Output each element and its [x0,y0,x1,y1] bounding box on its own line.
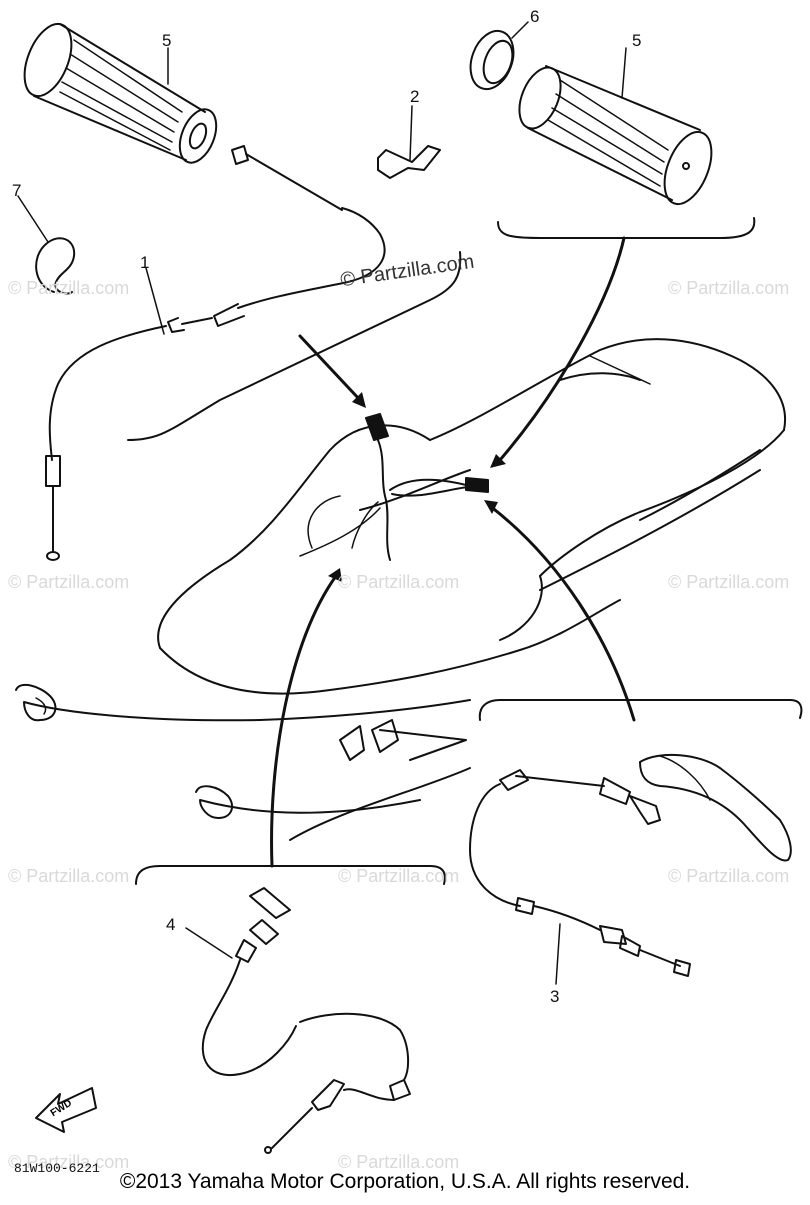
left-grip [23,22,218,164]
watermark: © Partzilla.com [8,1152,130,1172]
cable-4 [185,887,411,1154]
watermark: © Partzilla.com [8,278,130,298]
watermark: © Partzilla.com [338,1152,460,1172]
right-grip [518,65,713,206]
callout-5-left: 5 [162,31,172,50]
callout-2: 2 [410,87,420,106]
watermark: © Partzilla.com [668,278,790,298]
diagram-code: 81W100-6221 [14,1161,100,1176]
callout-7: 7 [12,181,22,200]
collar-part [469,29,515,91]
bracket-left [127,251,462,441]
callout-5-right: 5 [632,31,642,50]
throttle-cable [45,145,386,561]
callout-6: 6 [530,7,540,26]
watermark: © Partzilla.com [8,572,130,592]
brake-cable [469,699,803,985]
ring-clip [35,237,76,295]
bracket-lower [135,865,446,885]
callout-1: 1 [140,253,150,272]
copyright-notice: ©2013 Yamaha Motor Corporation, U.S.A. A… [119,1170,691,1193]
leader-arrows [270,236,636,868]
handlebar [299,413,489,561]
callout-4: 4 [166,915,176,934]
watermark: © Partzilla.com [668,866,790,886]
clip-part [377,145,441,179]
callout-3: 3 [550,987,560,1006]
watermark: © Partzilla.com [338,572,460,592]
watermark: © Partzilla.com [8,866,130,886]
watermark: © Partzilla.com [668,572,790,592]
watermark: © Partzilla.com [338,866,460,886]
fwd-arrow-icon [35,1087,97,1133]
bracket-right [497,217,756,239]
